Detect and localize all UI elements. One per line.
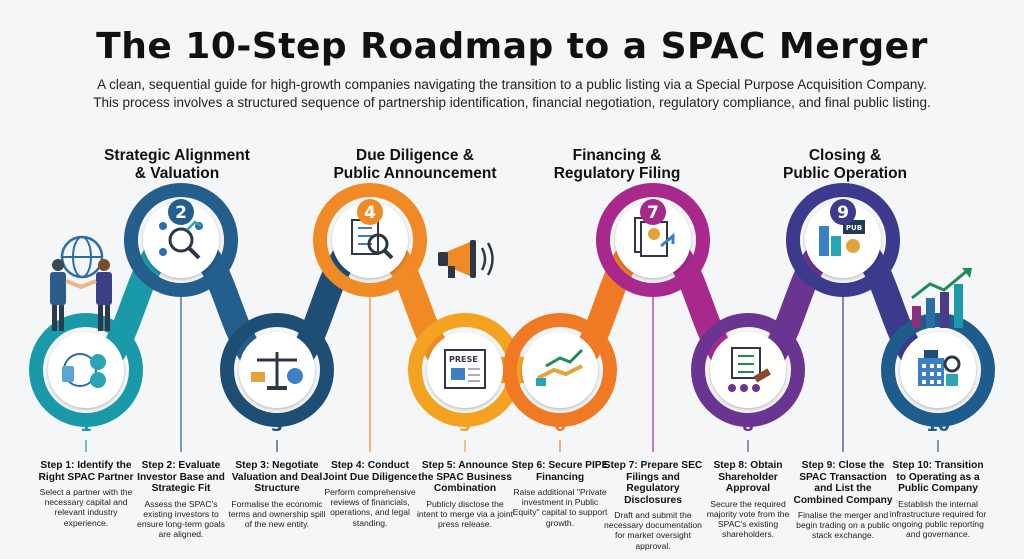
step-number: 1	[80, 416, 92, 436]
page-title: The 10-Step Roadmap to a SPAC Merger	[96, 26, 928, 67]
step-number: 5	[459, 416, 471, 436]
vote-gavel-icon-glyph	[728, 347, 771, 392]
step-title: Step 1: Identify the Right SPAC Partner	[38, 460, 134, 483]
step-description: Establish the internal infrastructure re…	[889, 498, 987, 540]
step-ring	[124, 183, 238, 297]
megaphone-icon	[438, 240, 494, 278]
step-ring	[786, 183, 900, 297]
step-description: Perform comprehensive reviews of financi…	[324, 487, 416, 528]
step-ring	[220, 313, 334, 427]
step-card-10: Step 10: Transition to Operating as a Pu…	[888, 460, 988, 539]
partner-coins-icon	[48, 332, 124, 408]
step-title: Step 3: Negotiate Valuation and Deal Str…	[231, 460, 323, 494]
step-description: Raise additional "Private investment in …	[512, 487, 608, 528]
step-description: Formalise the economic terms and ownersh…	[228, 498, 326, 529]
step-number: 6	[554, 416, 566, 436]
partner-coins-icon-glyph	[62, 353, 106, 388]
step-number: 8	[742, 416, 754, 436]
listing-building-icon-glyph: PUB	[819, 220, 865, 256]
step-ring	[29, 313, 143, 427]
step-title: Step 10: Transition to Operating as a Pu…	[892, 460, 984, 494]
step-card-5: Step 5: Announce the SPAC Business Combi…	[415, 460, 515, 529]
phase-heading-4: Closing &Public Operation	[782, 147, 907, 182]
step-card-3: Step 3: Negotiate Valuation and Deal Str…	[227, 460, 327, 529]
investor-network-icon	[143, 202, 219, 278]
scales-icon-glyph	[251, 352, 303, 390]
step-card-7: Step 7: Prepare SEC Filings and Regulato…	[603, 460, 703, 551]
step-title: Step 7: Prepare SEC Filings and Regulato…	[603, 460, 703, 506]
step-ring	[691, 313, 805, 427]
step-title: Step 4: Conduct Joint Due Diligence	[322, 460, 418, 483]
step-ring	[503, 313, 617, 427]
step-number: 9	[837, 203, 849, 223]
public-company-icon-glyph	[918, 350, 961, 386]
phase-heading-2: Due Diligence &Public Announcement	[333, 147, 497, 182]
step-title: Step 5: Announce the SPAC Business Combi…	[418, 460, 512, 494]
step-card-9: Step 9: Close the SPAC Transaction and L…	[793, 460, 893, 541]
phase-heading-3: Financing &Regulatory Filing	[553, 147, 681, 182]
step-card-2: Step 2: Evaluate Investor Base and Strat…	[131, 460, 231, 539]
step-title: Step 9: Close the SPAC Transaction and L…	[793, 460, 893, 506]
step-description: Finalise the merger and begin trading on…	[796, 510, 890, 541]
document-search-icon-glyph	[351, 219, 394, 260]
press-release-icon-glyph: PRESE	[444, 349, 486, 389]
step-title: Step 6: Secure PIPE Financing	[511, 460, 609, 483]
handshake-growth-icon-glyph	[536, 348, 584, 386]
subtitle-line-1: A clean, sequential guide for high-growt…	[97, 77, 927, 92]
step-number: 10	[926, 416, 950, 436]
step-description: Select a partner with the necessary capi…	[39, 487, 133, 528]
step-description: Secure the required majority vote from t…	[706, 498, 790, 540]
step-number: 4	[364, 203, 376, 223]
subtitle-line-2: This process involves a structured seque…	[93, 95, 931, 110]
step-ring	[313, 183, 427, 297]
step-ring	[596, 183, 710, 297]
page-subtitle: A clean, sequential guide for high-growt…	[40, 76, 984, 112]
step-number: 7	[647, 203, 659, 223]
step-ring	[881, 313, 995, 427]
step-title: Step 8: Obtain Shareholder Approval	[713, 460, 783, 494]
press-badge-text: PRESE	[449, 355, 478, 364]
handshake-people-icon	[50, 235, 112, 331]
phase-heading-1: Strategic Alignment& Valuation	[104, 147, 250, 182]
step-number: 2	[175, 203, 187, 223]
growth-chart-icon	[911, 268, 972, 328]
pub-badge-text: PUB	[846, 224, 862, 232]
step-description: Draft and submit the necessary documenta…	[604, 510, 702, 551]
step-description: Publicly disclose the intent to merge vi…	[416, 498, 514, 529]
step-number: 3	[271, 416, 283, 436]
step-description: Assess the SPAC's existing investors to …	[137, 498, 225, 540]
step-title: Step 2: Evaluate Investor Base and Strat…	[137, 460, 225, 494]
